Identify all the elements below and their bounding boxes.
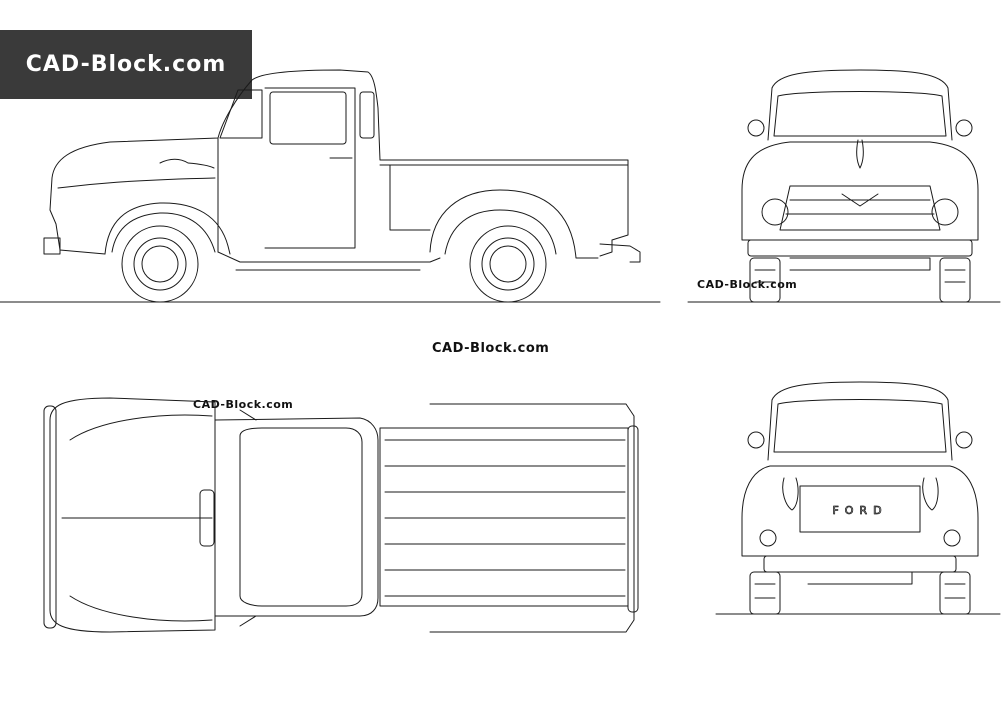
top-hood-outline: [50, 398, 215, 632]
side-body-outline: [52, 70, 628, 256]
rear-tire-left: [750, 572, 780, 614]
front-cab-roof: [772, 70, 952, 140]
rear-valance: [808, 572, 912, 584]
front-windshield: [774, 92, 946, 137]
front-view-truck: [688, 70, 1000, 302]
top-mirror-arms: [240, 410, 256, 626]
rear-tailgate-lettering: FORD: [832, 504, 887, 517]
top-rear-fenders: [430, 404, 634, 632]
top-front-bumper: [44, 406, 56, 628]
side-rear-wheelwell: [445, 210, 556, 254]
site-logo-banner: CAD-Block.com: [0, 30, 252, 99]
side-view-truck: [0, 70, 660, 302]
rear-taillight-left: [760, 530, 776, 546]
side-door: [265, 88, 355, 248]
side-front-wheelwell: [112, 213, 215, 252]
side-hood-crease: [58, 178, 215, 188]
rear-cab-roof: [772, 382, 952, 460]
rear-cab-left: [768, 400, 772, 460]
rear-view-truck: FORD: [716, 382, 1000, 614]
front-headlight-left: [762, 199, 788, 225]
top-bed-outline: [380, 428, 628, 606]
top-hood-crease-upper: [70, 415, 212, 440]
front-hood-ornament: [857, 140, 864, 168]
side-rear-window: [360, 92, 374, 138]
side-hood-emblem: [160, 159, 214, 168]
site-logo-text: CAD-Block.com: [25, 52, 227, 77]
top-cab-outline: [215, 418, 378, 616]
side-front-hub: [142, 246, 178, 282]
side-door-window: [270, 92, 346, 144]
side-rear-hub: [490, 246, 526, 282]
rear-tire-right: [940, 572, 970, 614]
front-tire-right: [940, 258, 970, 302]
rear-chain-right: [923, 478, 938, 510]
front-headlight-right: [932, 199, 958, 225]
front-mirror-left: [748, 120, 764, 136]
side-bed-front: [390, 165, 430, 230]
side-front-bumper: [44, 238, 60, 254]
rear-mirror-left: [748, 432, 764, 448]
top-cowl-vent: [200, 490, 214, 546]
watermark-center: CAD-Block.com: [432, 341, 550, 356]
front-valance: [790, 258, 930, 270]
rear-window: [774, 400, 946, 453]
side-windshield: [220, 90, 262, 138]
top-view-truck: [44, 398, 638, 632]
front-hood-fenders: [742, 142, 978, 240]
side-front-wheel: [122, 226, 198, 302]
rear-chain-left: [783, 478, 798, 510]
rear-mirror-right: [956, 432, 972, 448]
side-front-outline: [50, 178, 105, 254]
side-rear-bumper: [600, 244, 640, 262]
front-mirror-right: [956, 120, 972, 136]
rear-tailgate: [800, 486, 920, 532]
watermark-front-view: CAD-Block.com: [697, 278, 798, 291]
top-cab-roof: [240, 428, 362, 606]
top-hood-crease-lower: [70, 596, 212, 621]
front-cab-left: [768, 88, 772, 140]
rear-bumper: [764, 556, 956, 572]
rear-bed-fenders: [742, 466, 978, 556]
front-v-emblem: [842, 194, 878, 206]
front-bumper: [748, 240, 972, 256]
side-front-fender: [105, 203, 230, 254]
front-tire-left: [750, 258, 780, 302]
watermark-top-view: CAD-Block.com: [193, 398, 294, 411]
side-rear-fender: [430, 190, 598, 258]
side-rear-wheel: [470, 226, 546, 302]
front-grille-frame: [780, 186, 940, 230]
top-rear-bumper: [628, 426, 638, 612]
side-rear-hubcap: [482, 238, 534, 290]
side-front-hubcap: [134, 238, 186, 290]
rear-taillight-right: [944, 530, 960, 546]
side-running-board: [218, 252, 440, 262]
